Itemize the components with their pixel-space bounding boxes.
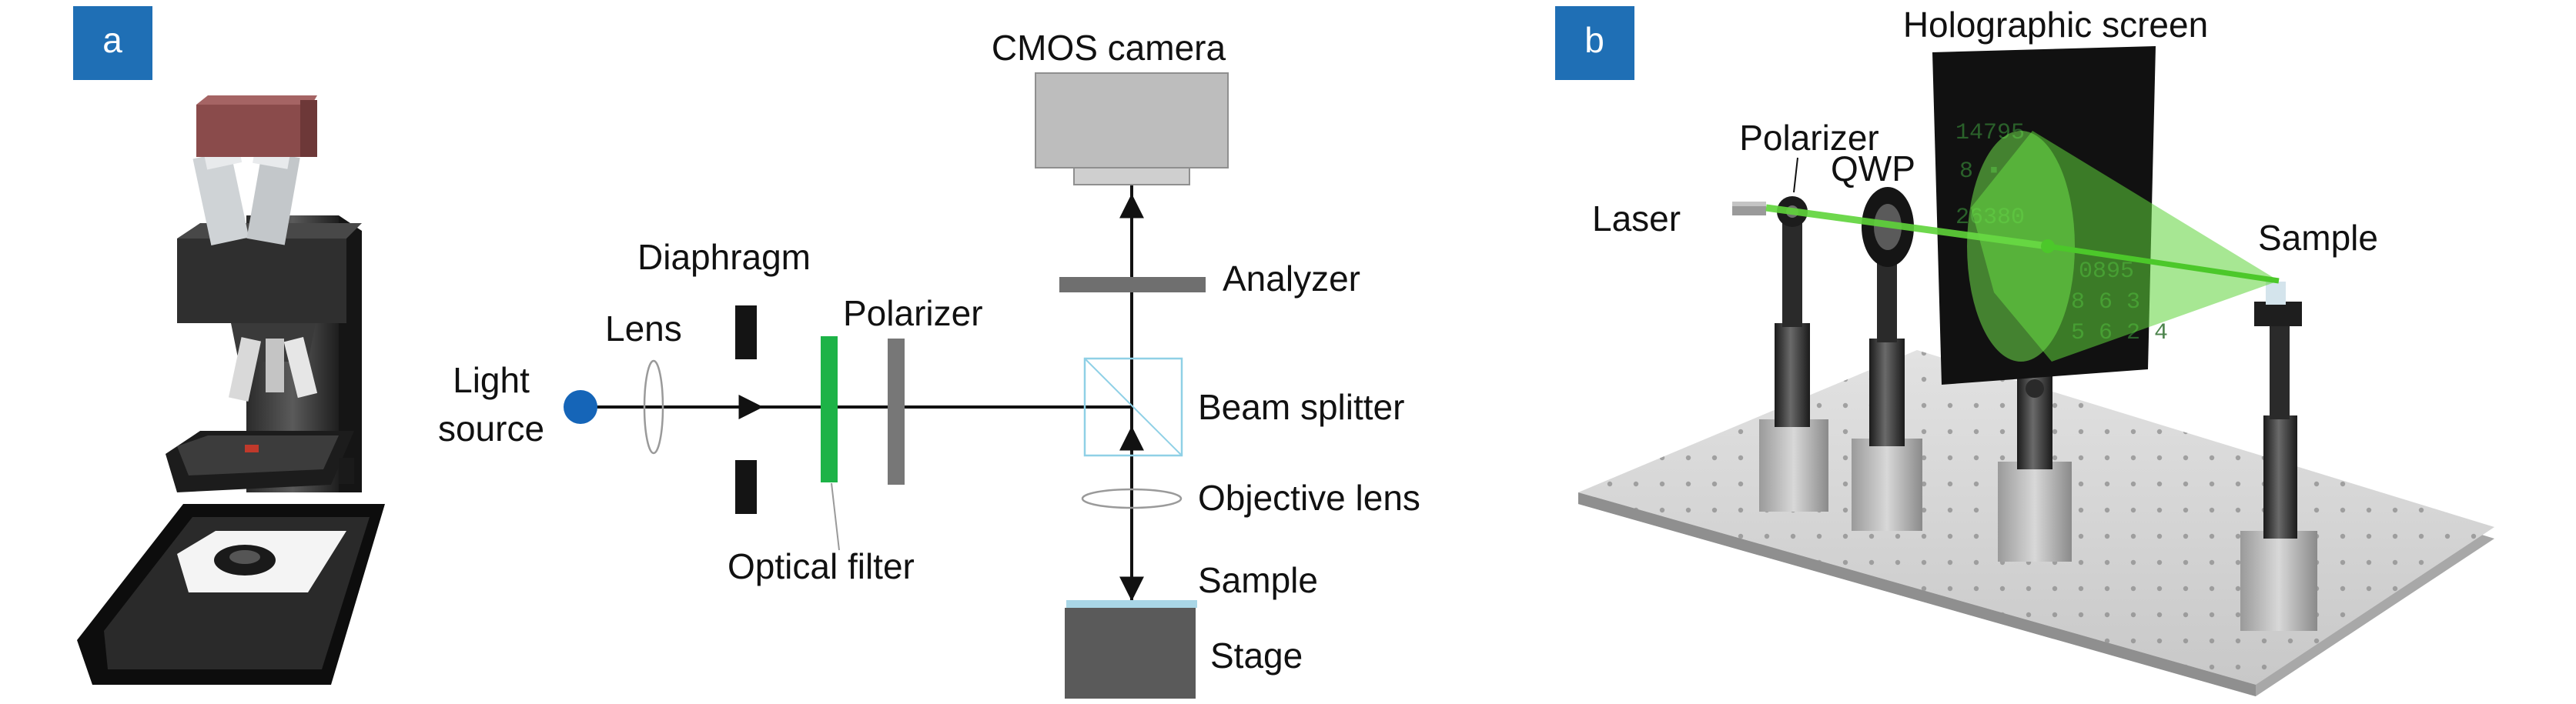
- microscope-illustration: [77, 95, 385, 685]
- panel-b: b: [1555, 5, 2494, 696]
- label-lens: Lens: [605, 309, 682, 349]
- label-qwp: QWP: [1831, 148, 1915, 189]
- label-light-source-line1: Light: [453, 360, 530, 400]
- label-analyzer: Analyzer: [1223, 259, 1360, 299]
- label-beam-splitter: Beam splitter: [1198, 387, 1404, 427]
- panel-a: a: [73, 6, 1420, 699]
- label-optical-filter: Optical filter: [728, 546, 915, 586]
- polarizer-plate: [888, 339, 905, 485]
- sample-mount: [2240, 282, 2317, 631]
- label-cmos-camera: CMOS camera: [992, 28, 1226, 68]
- beam-splitter-cube: [1083, 357, 1183, 457]
- label-stage: Stage: [1210, 636, 1303, 676]
- polarizer-mount: [1759, 196, 1828, 512]
- objective-lens-shape: [1081, 488, 1183, 509]
- label-polarizer-b: Polarizer: [1739, 118, 1879, 158]
- diaphragm-top-block: [735, 305, 757, 359]
- stage-block: [1065, 608, 1196, 699]
- optical-filter-leader: [831, 482, 840, 551]
- label-diaphragm: Diaphragm: [637, 237, 811, 277]
- polarizer-b-leader: [1793, 157, 1798, 193]
- optical-filter-plate: [821, 336, 838, 482]
- label-polarizer: Polarizer: [843, 293, 983, 333]
- label-holographic-screen: Holographic screen: [1903, 5, 2208, 45]
- panel-a-letter: a: [102, 20, 122, 60]
- panel-a-badge: [73, 6, 152, 80]
- light-source-dot: [564, 390, 597, 424]
- laser-device: [1732, 202, 1766, 215]
- lens-shape: [643, 359, 664, 455]
- label-sample: Sample: [1198, 560, 1318, 600]
- panel-b-badge: [1555, 6, 1634, 80]
- label-light-source-line2: source: [438, 409, 544, 449]
- label-sample-b: Sample: [2258, 218, 2378, 258]
- label-laser: Laser: [1592, 199, 1681, 239]
- cmos-camera-body: [1035, 72, 1229, 168]
- laser-beams: [1765, 131, 2280, 362]
- cmos-camera-mount: [1073, 167, 1190, 185]
- screen-mount: [1998, 362, 2072, 562]
- label-objective-lens: Objective lens: [1198, 478, 1420, 518]
- diaphragm-bottom-block: [735, 460, 757, 514]
- optical-path-schematic: [564, 72, 1229, 699]
- analyzer-plate: [1059, 277, 1206, 292]
- sample-slide: [1066, 600, 1197, 608]
- beam-splitter-diagonal: [1084, 358, 1183, 456]
- panel-b-letter: b: [1584, 20, 1604, 60]
